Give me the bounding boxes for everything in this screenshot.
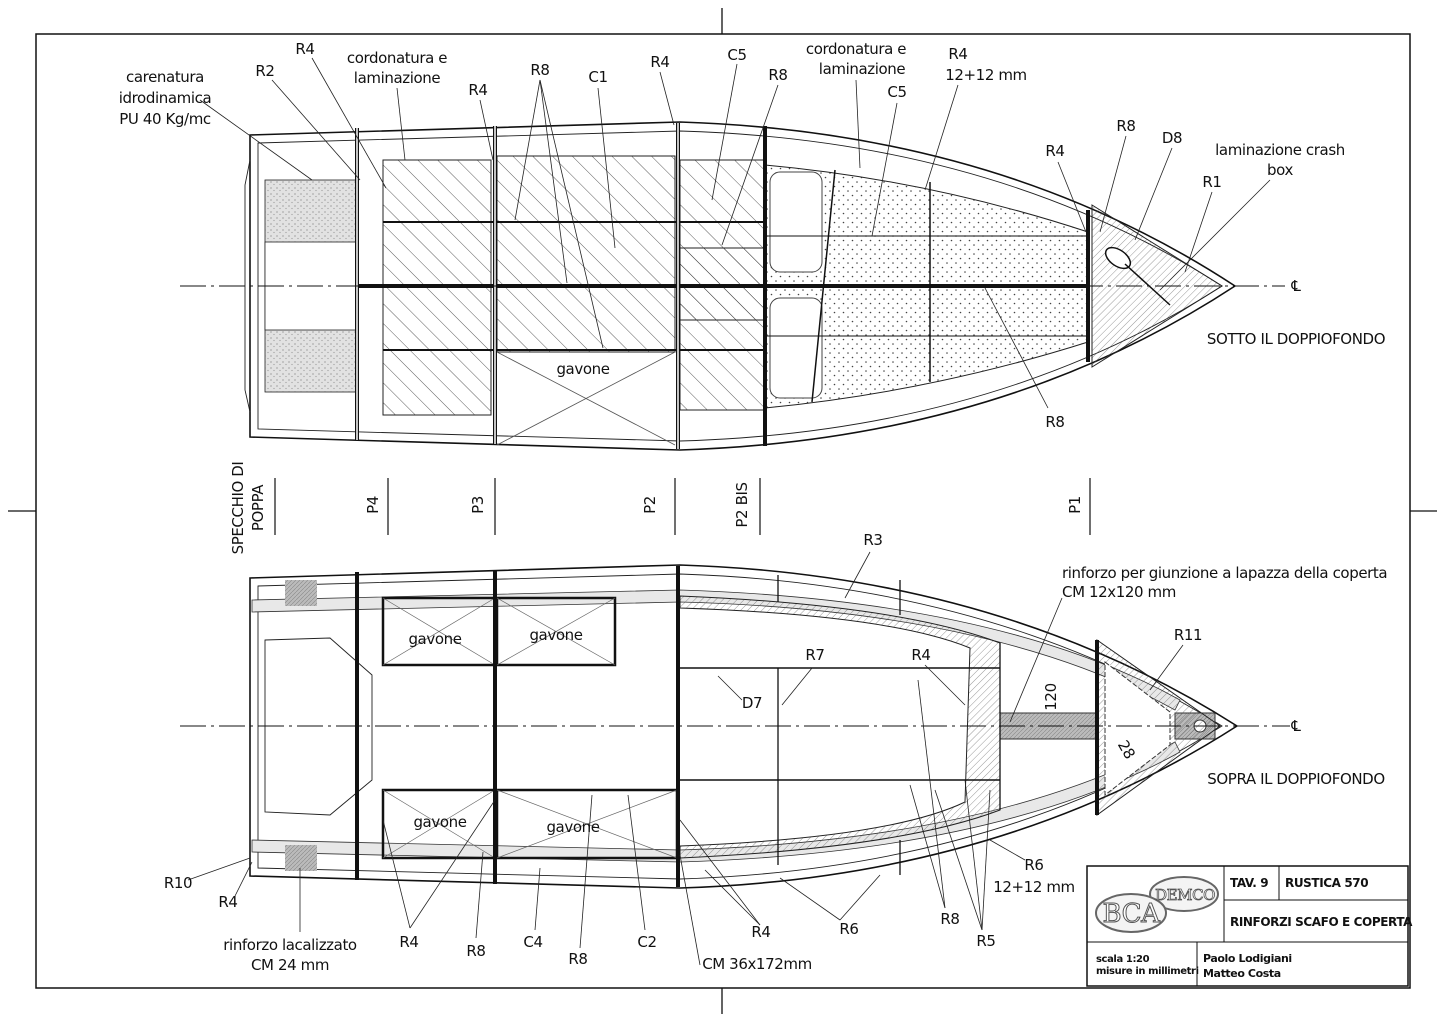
label-d8: D8 [1162,129,1182,147]
bottom-view-hull [180,564,1290,889]
section-label: POPPA [249,484,267,531]
label-r4: R4 [399,933,418,951]
label-c4: C4 [523,933,542,951]
label-cordonatura: cordonatura e [347,49,447,67]
label-gavone: gavone [529,626,582,644]
title-block: DEMCO BCA TAV. 9 RUSTICA 570 RINFORZI SC… [1086,865,1414,987]
label-gavone: gavone [546,818,599,836]
label-r6-size: 12+12 mm [993,878,1075,896]
top-view-hull [180,121,1285,451]
bottom-view-labels: R3 rinforzo per giunzione a lapazza dell… [164,531,1388,974]
label-r2: R2 [255,62,274,80]
logo-demco: DEMCO [1155,886,1215,904]
top-view-labels: carenatura idrodinamica PU 40 Kg/mc R2 R… [119,40,1386,431]
label-rinforzo-giunzione: CM 12x120 mm [1062,583,1176,601]
label-r8: R8 [768,66,787,84]
bottom-view-leaders [187,551,1184,966]
top-view-caption: SOTTO IL DOPPIOFONDO [1207,330,1385,348]
label-r4: R4 [650,53,669,71]
centerline-symbol: ℄ [1290,717,1301,735]
label-cm36: CM 36x172mm [702,955,812,973]
label-cordonatura: cordonatura e [806,40,906,58]
label-cordonatura: laminazione [354,69,441,87]
label-r8: R8 [466,942,485,960]
sheet-number: TAV. 9 [1230,876,1268,890]
section-ticks [274,478,1091,535]
section-label: SPECCHIO DI [229,462,247,555]
label-c2: C2 [637,933,656,951]
label-c5: C5 [727,46,746,64]
label-crash-box: box [1267,161,1293,179]
label-r4: R4 [948,45,967,63]
bottom-view-caption: SOPRA IL DOPPIOFONDO [1207,770,1384,788]
label-r8: R8 [1045,413,1064,431]
label-r4: R4 [468,81,487,99]
centerline-symbol: ℄ [1290,277,1301,295]
center-marks [8,8,1437,1014]
author: Matteo Costa [1203,967,1281,980]
section-label-p1: P1 [1066,496,1084,514]
label-r4: R4 [295,40,314,58]
label-gavone: gavone [413,813,466,831]
label-r1: R1 [1202,173,1221,191]
label-c5: C5 [887,83,906,101]
label-r4: R4 [751,923,770,941]
section-label-p2: P2 [641,496,659,514]
label-carenatura: carenatura [126,68,204,86]
label-crash-box: laminazione crash [1215,141,1345,159]
dimension-120: 120 [1042,683,1060,710]
label-gavone: gavone [408,630,461,648]
label-r6: R6 [839,920,858,938]
label-r8: R8 [568,950,587,968]
label-r4-size: 12+12 mm [945,66,1027,84]
project-name: RUSTICA 570 [1285,876,1368,890]
label-r8: R8 [530,61,549,79]
label-gavone: gavone [556,360,609,378]
top-view-leaders [199,57,1271,409]
bca-demco-logo: DEMCO BCA [1095,876,1219,933]
label-r11: R11 [1174,626,1202,644]
label-rinforzo-giunzione: rinforzo per giunzione a lapazza della c… [1062,564,1387,582]
label-carenatura: idrodinamica [119,89,212,107]
label-r5: R5 [976,932,995,950]
section-label-p3: P3 [469,496,487,514]
drawing-title: RINFORZI SCAFO E COPERTA [1230,915,1413,929]
label-c1: C1 [588,68,607,86]
logo-bca: BCA [1102,899,1161,929]
section-label-p4: P4 [364,496,382,514]
label-cordonatura: laminazione [819,60,906,78]
label-rinforzo-localizzato: rinforzo lacalizzato [223,936,357,954]
label-rinforzo-localizzato: CM 24 mm [251,956,329,974]
label-r7: R7 [805,646,824,664]
author: Paolo Lodigiani [1203,952,1292,965]
label-r4: R4 [218,893,237,911]
label-r3: R3 [863,531,882,549]
units-text: misure in millimetri [1096,966,1199,977]
label-carenatura: PU 40 Kg/mc [119,110,211,128]
section-labels: SPECCHIO DI POPPA P4 P3 P2 P2 BIS P1 [229,462,1084,555]
label-r4: R4 [911,646,930,664]
label-r10: R10 [164,874,192,892]
scale-text: scala 1:20 [1096,954,1150,965]
label-r4: R4 [1045,142,1064,160]
label-r8: R8 [1116,117,1135,135]
label-d7: D7 [742,694,762,712]
section-label-p2bis: P2 BIS [733,482,751,527]
label-r6: R6 [1024,856,1043,874]
label-r8: R8 [940,910,959,928]
